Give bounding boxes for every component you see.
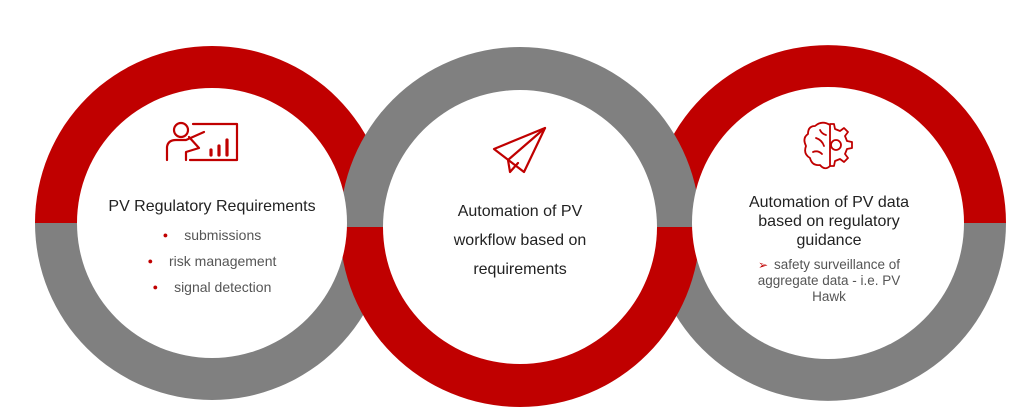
ring-1-inner [77,88,347,358]
panel-3-note: ➢safety surveillance of aggregate data -… [757,257,901,304]
panel-3-title: Automation of PV data based on regulator… [748,194,910,249]
panel-1: PV Regulatory Requirements ●submissions … [92,197,332,295]
bullet-dot-icon: ● [147,256,154,266]
list-item: ●risk management [147,253,277,269]
paper-plane-icon [492,126,547,174]
panel-2: Automation of PV workflow based on requi… [435,197,605,284]
bullet-dot-icon: ● [162,230,169,240]
bullet-dot-icon: ● [152,282,159,292]
arrow-bullet-icon: ➢ [757,258,768,272]
panel-2-title: Automation of PV workflow based on requi… [453,203,587,278]
ring-2-inner [383,90,657,364]
ring-3-inner [692,87,964,359]
list-item: ●signal detection [152,279,272,295]
panel-1-title: PV Regulatory Requirements [108,198,316,215]
list-item: ●submissions [162,227,262,243]
presentation-chart-icon [165,121,239,162]
panel-1-bullets: ●submissions ●risk management ●signal de… [92,227,332,295]
panel-3: Automation of PV data based on regulator… [730,193,928,305]
brain-gear-icon [803,121,853,170]
